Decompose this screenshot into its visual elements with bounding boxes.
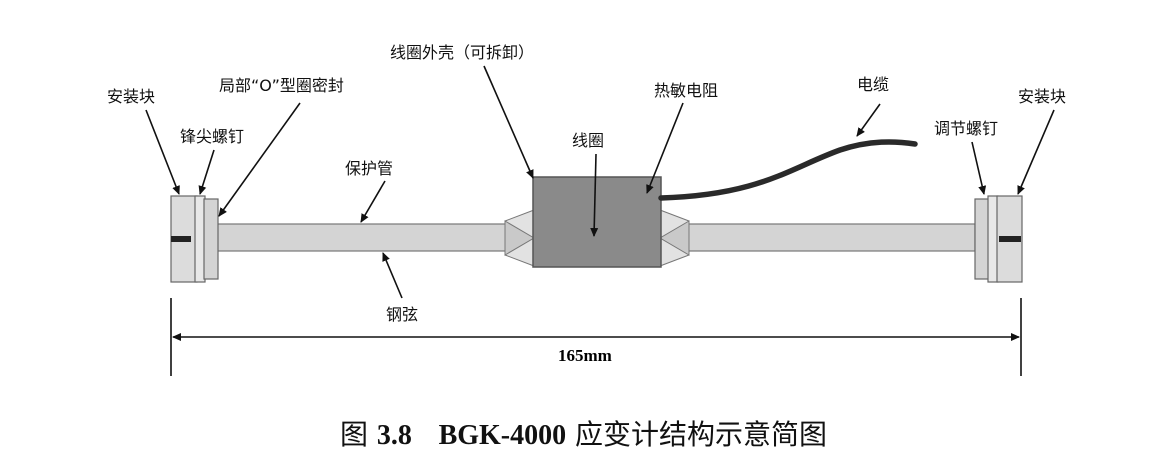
leader-arrows (145, 65, 1055, 299)
install-block-right (974, 195, 1023, 283)
protect-tube-left (216, 223, 510, 252)
label-install-block-left: 安装块 (107, 87, 156, 106)
caption-number: 3.8 (376, 420, 412, 451)
arrow-protect-tube (360, 180, 386, 223)
caption-gap (412, 418, 439, 451)
protect-tube-right (685, 223, 976, 252)
label-coil: 线圈 (572, 131, 605, 150)
label-install-block-right: 安装块 (1018, 87, 1067, 106)
caption-model: BGK-4000 (438, 420, 567, 451)
coil-housing (532, 176, 662, 268)
label-steel-string: 钢弦 (386, 305, 419, 324)
arrow-thermistor (646, 102, 684, 194)
arrow-steel-string (382, 252, 403, 299)
caption-prefix: 图 (339, 418, 377, 451)
label-protect-tube: 保护管 (345, 159, 394, 178)
figure-caption: 图 3.8 BGK-4000 应变计结构示意简图 (0, 413, 1167, 453)
label-o-ring: 局部“O”型圈密封 (219, 76, 344, 95)
arrow-o-ring (218, 102, 301, 217)
cable (658, 139, 918, 201)
cone-right (659, 209, 690, 267)
arrow-cone-screw (198, 149, 215, 195)
dimension-label: 165mm (558, 346, 612, 365)
arrow-coil (590, 153, 599, 237)
label-thermistor: 热敏电阻 (654, 81, 719, 100)
dimension-line (170, 298, 1022, 376)
arrow-install-block-right (1017, 109, 1055, 195)
cone-left (504, 209, 535, 267)
label-cable: 电缆 (857, 75, 890, 94)
label-adjust-screw: 调节螺钉 (934, 119, 999, 138)
arrow-coil-housing (483, 65, 534, 179)
arrow-adjust-screw (971, 141, 987, 195)
arrow-install-block-left (145, 109, 180, 195)
arrow-cable (856, 103, 881, 137)
caption-title: 应变计结构示意简图 (566, 418, 828, 451)
install-block-left (170, 195, 219, 283)
label-cone-screw: 锋尖螺钉 (180, 127, 245, 146)
label-coil-housing: 线圈外壳（可拆卸） (390, 43, 535, 62)
